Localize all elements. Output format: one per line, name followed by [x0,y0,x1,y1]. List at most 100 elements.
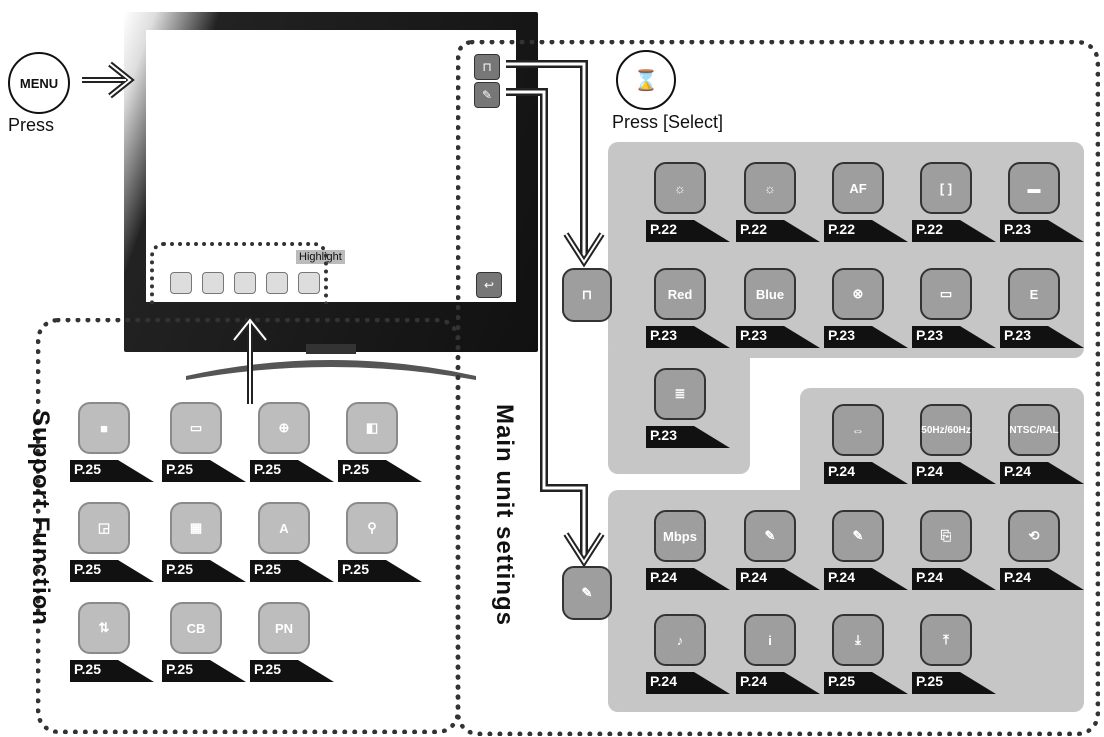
page-tag: P.25 [250,458,334,482]
camera-settings-tile[interactable]: AF P.22 [824,162,910,248]
page-number: P.25 [342,561,369,577]
page-tag: P.23 [646,424,730,448]
page-tag: P.24 [824,566,908,590]
camera-settings-tile[interactable]: [ ]P.22 [912,162,998,248]
support-functions-tile[interactable]: ▦P.25 [162,502,248,588]
camera-settings-tile[interactable]: ⊗ P.23 [824,268,910,354]
page-tag: P.25 [162,558,246,582]
page-number: P.24 [916,463,943,479]
pipe-arrows [506,60,605,568]
page-tag: P.22 [646,218,730,242]
page-tag: P.25 [70,658,154,682]
mic-volume-icon: ✎ [744,510,796,562]
page-number: P.25 [828,673,855,689]
page-number: P.23 [828,327,855,343]
zoom-icon: ⊕ [258,402,310,454]
setup-settings-tile[interactable]: ✎P.24 [824,510,910,596]
bar-zoom-icon[interactable] [234,272,256,294]
page-tag: P.24 [646,670,730,694]
mode-icon: ▬ [1008,162,1060,214]
bar-mask-icon[interactable] [170,272,192,294]
brightness-icon: ☼ [654,162,706,214]
highlight-label: Highlight [296,250,345,264]
setup-settings-tile[interactable]: ✎P.24 [736,510,822,596]
bar-freeze-icon[interactable] [266,272,288,294]
page-tag: P.23 [1000,218,1084,242]
page-number: P.23 [1004,327,1031,343]
page-tag: P.23 [912,324,996,348]
menu-button[interactable]: MENU [8,52,70,114]
freeze-icon: ◧ [346,402,398,454]
camera-settings-tile[interactable]: ☼P.22 [736,162,822,248]
support-functions-tile[interactable]: ◧P.25 [338,402,424,488]
red-icon: Red [654,268,706,320]
page-number: P.25 [74,661,101,677]
edge-icon: E [1008,268,1060,320]
monitor-stand [186,344,476,380]
select-button[interactable]: ⌛ [616,50,676,110]
camera-settings-tile[interactable]: ▬ P.23 [1000,162,1086,248]
info-icon: i [744,614,796,666]
usb-icon: ⇔ [832,404,884,456]
support-function-label: Support Function [27,410,54,626]
camera-settings-icon[interactable]: ⊓ [474,54,500,80]
auto-focus-icon: AF [832,162,884,214]
page-number: P.24 [650,673,677,689]
page-tag: P.23 [1000,324,1084,348]
setup-settings-tile[interactable]: ♪P.24 [646,614,732,700]
microscope-icon: ⚲ [346,502,398,554]
spotlight-icon: ▭ [170,402,222,454]
arrow-right-icon [82,61,135,99]
page-number: P.23 [916,327,943,343]
support-functions-tile[interactable]: ■P.25 [70,402,156,488]
support-functions-tile[interactable]: ⚲ P.25 [338,502,424,588]
page-number: P.25 [166,661,193,677]
camera-settings-tile[interactable]: E P.23 [1000,268,1086,354]
page-number: P.23 [740,327,767,343]
wrench-icon[interactable]: ✎ [474,82,500,108]
page-tag: P.23 [736,324,820,348]
monitor-icon: ▭ [920,268,972,320]
page-number: P.23 [650,327,677,343]
frequency-icon: 50Hz/60Hz [920,404,972,456]
setup-settings-tile[interactable]: ⎘P.24 [912,510,998,596]
page-tag: P.24 [736,670,820,694]
support-functions-tile[interactable]: ⇅P.25 [70,602,156,688]
setup-settings-tile[interactable]: ⤒P.25 [912,614,998,700]
camera-settings-tile[interactable]: ☼ P.22 [646,162,732,248]
support-functions-tile[interactable]: ▭P.25 [162,402,248,488]
camera-settings-large-icon: ⊓ [562,268,612,322]
setup-top-tile[interactable]: ⇔P.24 [824,404,910,490]
bar-spotlight-icon[interactable] [202,272,224,294]
setup-settings-tile[interactable]: ⟲P.24 [1000,510,1086,596]
page-tag: P.22 [824,218,908,242]
page-number: P.25 [166,561,193,577]
page-number: P.24 [828,569,855,585]
support-functions-tile[interactable]: ⊕ P.25 [250,402,336,488]
camera-settings-tile[interactable]: ≣P.23 [646,368,732,454]
pip-icon: ◲ [78,502,130,554]
setup-large-icon: ✎ [562,566,612,620]
page-number: P.25 [916,673,943,689]
page-tag: P.23 [646,324,730,348]
return-icon[interactable]: ↩ [476,272,502,298]
camera-settings-tile[interactable]: ▭ P.23 [912,268,998,354]
page-number: P.24 [916,569,943,585]
support-functions-tile[interactable]: ◲P.25 [70,502,156,588]
page-tag: P.25 [912,670,996,694]
page-tag: P.25 [250,658,334,682]
page-number: P.24 [650,569,677,585]
setup-settings-tile[interactable]: ⤓P.25 [824,614,910,700]
bar-highlight-icon[interactable] [298,272,320,294]
auto-exposure-icon: ☼ [744,162,796,214]
zoom-pattern-icon: ⊗ [832,268,884,320]
